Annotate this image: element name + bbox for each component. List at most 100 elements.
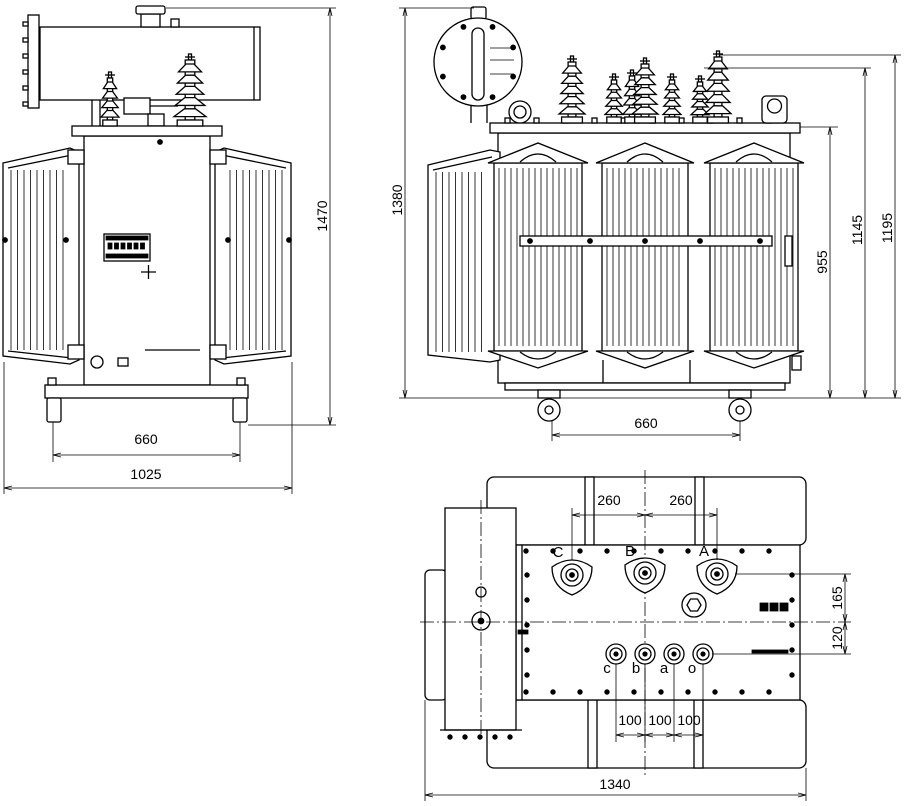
- dim-hv-offset-label: 165: [829, 586, 845, 610]
- cover-bolt: [524, 572, 530, 578]
- lv-bushing-plan: [663, 643, 685, 665]
- hv-bushing-stud: [714, 571, 720, 577]
- flange-bolts: [22, 21, 29, 107]
- flange-bolt: [22, 53, 29, 59]
- conservator-end-view: [433, 6, 523, 123]
- dim-lv-pitch-label: 100: [648, 712, 672, 728]
- dim-height-label: 1380: [389, 184, 405, 215]
- cover-bolt: [533, 117, 540, 124]
- radiator-mount: [67, 149, 85, 165]
- bushing: [703, 50, 733, 124]
- conservator-cap: [135, 5, 166, 15]
- bushing-shed: [102, 81, 118, 90]
- cover-bolt: [631, 548, 637, 554]
- dim-height-label: 1470: [314, 200, 330, 231]
- radiator-clamp: [63, 237, 69, 243]
- wheel-hub: [735, 405, 745, 415]
- wheel-hub: [544, 405, 554, 415]
- radiator-bank-upper: [486, 476, 807, 546]
- bushing: [557, 55, 587, 124]
- bushing-flange: [692, 116, 708, 124]
- tie-bar-bolt: [757, 238, 763, 244]
- bushing-shed: [176, 63, 204, 73]
- side-dimensions: 1380 955 1145 1195 660: [389, 7, 901, 441]
- bushing-shed: [174, 85, 206, 95]
- wheel: [232, 397, 248, 423]
- cover-bolt: [789, 647, 795, 653]
- nameplate-cell: [120, 242, 126, 250]
- radiator-separator: [584, 476, 595, 546]
- end-plate-bolt: [510, 73, 517, 80]
- conservator-bolt: [462, 734, 468, 740]
- cover-bolt: [789, 597, 795, 603]
- flange-bolt: [22, 85, 29, 91]
- nameplate-cell: [140, 242, 145, 250]
- radiator-mount: [209, 344, 227, 360]
- nameplate: [103, 233, 151, 262]
- cover-bolts: [523, 548, 795, 695]
- lv-terminal-label-b: b: [632, 660, 640, 677]
- bushing-shed: [101, 90, 119, 99]
- radiator-separator: [694, 476, 705, 546]
- base-lug: [47, 377, 57, 386]
- bushing-shed: [691, 93, 709, 100]
- bushing-flange: [664, 116, 680, 124]
- lv-terminal-label-c: c: [603, 660, 611, 677]
- bushing-shed: [632, 86, 658, 96]
- tie-bar-bolt: [642, 238, 648, 244]
- rating-mark-bar: [751, 649, 789, 654]
- radiator-top-header: [735, 153, 773, 163]
- bushing-flange: [633, 116, 657, 124]
- radiator-top-cap: [703, 142, 805, 164]
- conservator-bolt: [507, 734, 513, 740]
- bushing-shed: [559, 85, 585, 95]
- cover-bolt: [550, 689, 556, 695]
- conservator-bolt: [492, 734, 498, 740]
- filler-plug-hex: [686, 598, 702, 612]
- cover-bolt: [523, 548, 529, 554]
- base-frame: [44, 384, 249, 399]
- sampling-valve: [117, 357, 129, 367]
- hv-terminal-label-a: A: [699, 543, 709, 560]
- bushing: [99, 71, 121, 127]
- radiator-left: [2, 147, 80, 365]
- rating-mark: [751, 602, 789, 654]
- radiator-top-header: [519, 153, 557, 163]
- radiator-top-cap: [487, 142, 589, 164]
- cover-bolt: [157, 139, 163, 145]
- radiator-panel-body: [601, 162, 689, 352]
- bushing: [603, 73, 625, 124]
- gas-relay: [123, 97, 151, 115]
- conservator-bolt: [447, 734, 453, 740]
- drain-valve: [90, 355, 104, 369]
- breather-stub: [170, 18, 180, 28]
- cover-bolt: [523, 689, 529, 695]
- nameplate-cell: [114, 242, 119, 250]
- radiator-clamp: [225, 237, 231, 243]
- front-view: 1470 660 1025: [2, 5, 336, 494]
- radiator-bottom-header: [735, 351, 773, 360]
- radiator-panels: [487, 142, 805, 369]
- dim-length-label: 1340: [599, 776, 630, 792]
- hv-terminal-label-b: B: [625, 543, 635, 560]
- bushing-shed: [175, 74, 205, 84]
- flange-bolt: [22, 37, 29, 43]
- flange-bolt: [22, 69, 29, 75]
- radiator-mount: [67, 344, 85, 360]
- conservator-bolt: [477, 734, 483, 740]
- cover-bolt: [766, 689, 772, 695]
- cover-bolt: [736, 117, 743, 124]
- bushing-shed: [663, 91, 681, 99]
- hv-bushings: [551, 557, 738, 596]
- rating-mark-bar: [769, 602, 779, 612]
- bushings: [557, 50, 733, 124]
- radiator-top-header: [626, 153, 664, 163]
- tie-bar-bolts: [527, 238, 763, 244]
- bushing-shed: [705, 82, 731, 92]
- bushing-flange: [102, 119, 118, 127]
- hv-bushing-stud: [642, 570, 648, 576]
- lv-terminal-label-a: a: [660, 660, 669, 677]
- cover-bolt: [766, 548, 772, 554]
